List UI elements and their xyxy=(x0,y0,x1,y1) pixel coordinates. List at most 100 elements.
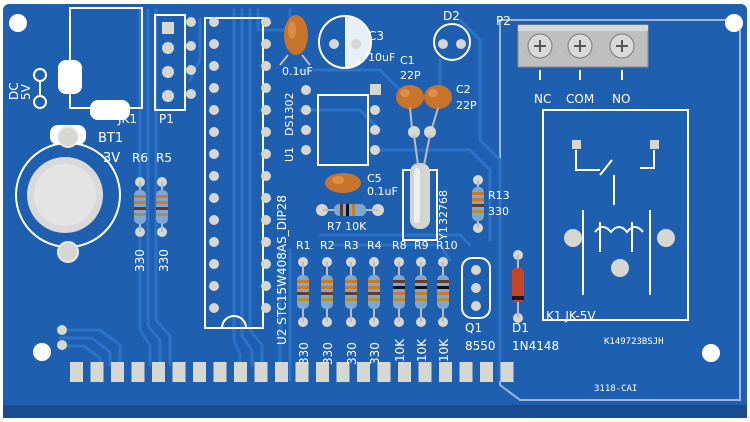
label-d1-value: 1N4148 xyxy=(512,339,560,353)
label-r10-value: 10K xyxy=(437,338,451,362)
label-u2: U2 STC15W408AS_DIP28 xyxy=(275,194,289,345)
resistor xyxy=(393,257,405,327)
ic-pin xyxy=(209,17,219,27)
label-q1: Q1 xyxy=(465,321,483,335)
ic-pin xyxy=(261,303,271,313)
ic-pin xyxy=(261,127,271,137)
crystal-y1 xyxy=(402,134,438,241)
ic-u1-footprint xyxy=(301,84,381,166)
edge-pad xyxy=(336,362,350,382)
resistor xyxy=(297,257,309,327)
label-y1: Y1 xyxy=(437,226,450,240)
label-r13: R13 xyxy=(488,189,510,202)
resistors-r6-r5 xyxy=(134,177,168,237)
label-u1: U1 xyxy=(283,146,296,162)
label-r1: R1 xyxy=(296,239,311,252)
label-c3-value: 10uF xyxy=(368,51,396,64)
edge-pad xyxy=(131,362,145,382)
edge-pad xyxy=(213,362,227,382)
edge-pad xyxy=(500,362,514,382)
ic-pin xyxy=(209,281,219,291)
capacitor-c3-footprint xyxy=(318,15,372,69)
edge-pad xyxy=(295,362,309,382)
resistor xyxy=(156,177,168,237)
label-5v: 5V xyxy=(19,84,33,100)
diode-d1 xyxy=(512,250,524,323)
resistor xyxy=(321,257,333,327)
ic-pin xyxy=(261,83,271,93)
label-r9-value: 10K xyxy=(415,338,429,362)
edge-pad xyxy=(152,362,165,382)
label-y1-value: 32768 xyxy=(437,190,450,225)
label-no: NO xyxy=(612,92,631,106)
ic-pin xyxy=(209,83,219,93)
label-bt1-value: 3V xyxy=(103,151,121,166)
resistor xyxy=(437,257,449,327)
label-ds1302: DS1302 xyxy=(283,92,296,136)
edge-pad xyxy=(234,362,247,382)
label-c5: C5 xyxy=(367,172,382,185)
edge-pad xyxy=(172,362,186,382)
copper-traces xyxy=(58,8,502,382)
label-r4-value: 330 xyxy=(368,342,382,365)
label-nc: NC xyxy=(534,92,552,106)
edge-pad xyxy=(316,362,329,382)
ic-pin xyxy=(261,259,271,269)
label-c2: C2 xyxy=(456,83,471,96)
edge-pad xyxy=(90,362,104,382)
label-r8-value: 10K xyxy=(393,338,407,362)
ic-pin xyxy=(209,259,219,269)
edge-pad xyxy=(418,362,432,382)
ic-pin xyxy=(261,61,271,71)
ic-pin xyxy=(209,39,219,49)
edge-pad xyxy=(377,362,391,382)
ic-pin xyxy=(209,303,219,313)
label-r7: R7 10K xyxy=(327,220,367,233)
resistor xyxy=(368,257,380,327)
label-code2: 3118-CAI xyxy=(594,384,638,394)
pad-c1 xyxy=(408,126,420,138)
terminal-block-p2 xyxy=(517,24,649,80)
label-r13-value: 330 xyxy=(488,205,509,218)
edge-pad xyxy=(193,362,206,382)
edge-pad xyxy=(254,362,268,382)
resistor-r7 xyxy=(322,204,378,216)
label-c3: C3 xyxy=(368,29,385,43)
ic-pin xyxy=(261,17,271,27)
edge-pad xyxy=(275,362,288,382)
label-r4: R4 xyxy=(367,239,382,252)
label-jk1: JK1 xyxy=(118,112,138,126)
label-r9: R9 xyxy=(414,239,429,252)
battery-holder-bt1 xyxy=(15,126,121,263)
label-c1-value: 22P xyxy=(400,69,421,82)
edge-pad xyxy=(398,362,411,382)
label-r1-value: 330 xyxy=(297,342,311,365)
resistors-bottom-row xyxy=(297,257,449,327)
resistor-r13 xyxy=(472,175,484,233)
capacitor-c4 xyxy=(279,15,311,66)
ic-pin xyxy=(209,237,219,247)
resistor xyxy=(134,177,146,237)
label-r2: R2 xyxy=(320,239,335,252)
label-c2-value: 22P xyxy=(456,99,477,112)
ic-pin xyxy=(261,149,271,159)
label-r2-value: 330 xyxy=(321,342,335,365)
label-p1: P1 xyxy=(159,112,174,126)
label-r6: R6 xyxy=(132,151,148,165)
ic-pin xyxy=(261,237,271,247)
ic-pin xyxy=(261,193,271,203)
label-c4-value: 0.1uF xyxy=(282,65,313,78)
label-r10: R10 xyxy=(436,239,458,252)
resistor xyxy=(472,175,484,233)
label-d2: D2 xyxy=(443,9,460,23)
via-pad xyxy=(57,325,67,335)
edge-pad xyxy=(70,362,83,382)
label-r3-value: 330 xyxy=(345,342,359,365)
mounting-hole-top-right xyxy=(725,14,743,32)
label-d1: D1 xyxy=(512,321,529,335)
label-r5-value: 330 xyxy=(157,249,171,272)
relay-k1-footprint xyxy=(542,109,689,321)
mounting-hole-bottom-left xyxy=(33,343,51,361)
ic-pin xyxy=(261,215,271,225)
resistor xyxy=(415,257,427,327)
